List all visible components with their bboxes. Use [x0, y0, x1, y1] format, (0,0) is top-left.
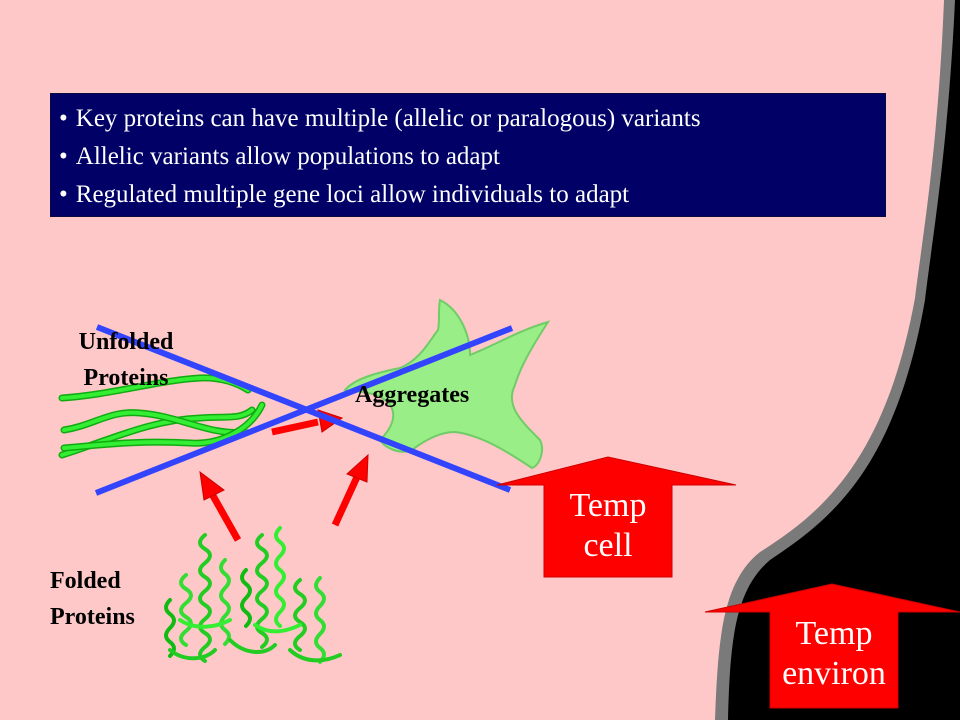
- temp-environ-line2: environ: [782, 655, 886, 692]
- key-points-box: Key proteins can have multiple (allelic …: [50, 93, 886, 217]
- temp-cell-arrow: [496, 456, 737, 578]
- folded-proteins-helices: [164, 526, 342, 664]
- aggregate-blob: [343, 298, 551, 470]
- red-arrows: [199, 409, 369, 542]
- folded-label-line1: Folded: [50, 568, 121, 594]
- temp-environ-label: Temp environ: [770, 614, 898, 694]
- folded-label-line2: Proteins: [50, 604, 135, 630]
- temp-environ-line1: Temp: [795, 615, 873, 652]
- bullet-item: Key proteins can have multiple (allelic …: [59, 100, 877, 138]
- temp-cell-label: Temp cell: [544, 486, 672, 566]
- folded-proteins-label: Folded Proteins: [50, 563, 135, 635]
- aggregates-label: Aggregates: [355, 382, 470, 408]
- key-points-list: Key proteins can have multiple (allelic …: [59, 100, 877, 214]
- blue-cross: [94, 324, 514, 496]
- bullet-item: Regulated multiple gene loci allow indiv…: [59, 176, 877, 214]
- unfolded-label-line2: Proteins: [83, 365, 169, 391]
- temp-environ-arrow: [704, 583, 960, 709]
- temp-cell-line2: cell: [583, 527, 633, 564]
- unfolded-label-line1: Unfolded: [78, 329, 174, 355]
- unfolded-proteins-label: Unfolded Proteins: [60, 324, 192, 396]
- temp-cell-line1: Temp: [569, 487, 647, 524]
- bullet-item: Allelic variants allow populations to ad…: [59, 138, 877, 176]
